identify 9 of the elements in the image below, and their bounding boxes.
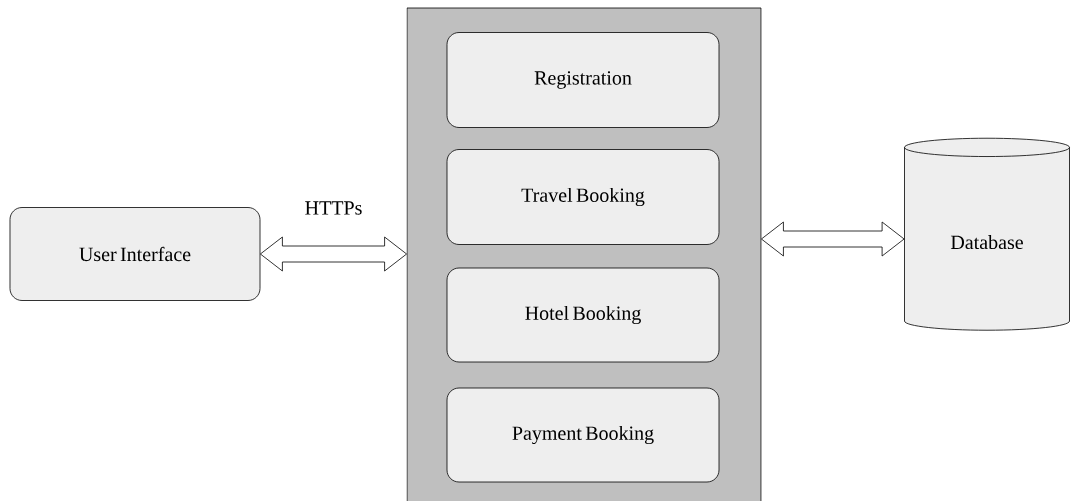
module-box: Hotel Booking: [446, 267, 720, 363]
database-cylinder: Database: [904, 137, 1070, 331]
module-box: Payment Booking: [446, 387, 720, 483]
edge-label: HTTPs: [302, 199, 365, 217]
process-box: User Interface: [9, 207, 261, 301]
double-arrow: [260, 236, 407, 272]
module-box: Registration: [446, 32, 720, 128]
module-box: Travel Booking: [446, 149, 720, 245]
double-arrow: [761, 221, 905, 257]
